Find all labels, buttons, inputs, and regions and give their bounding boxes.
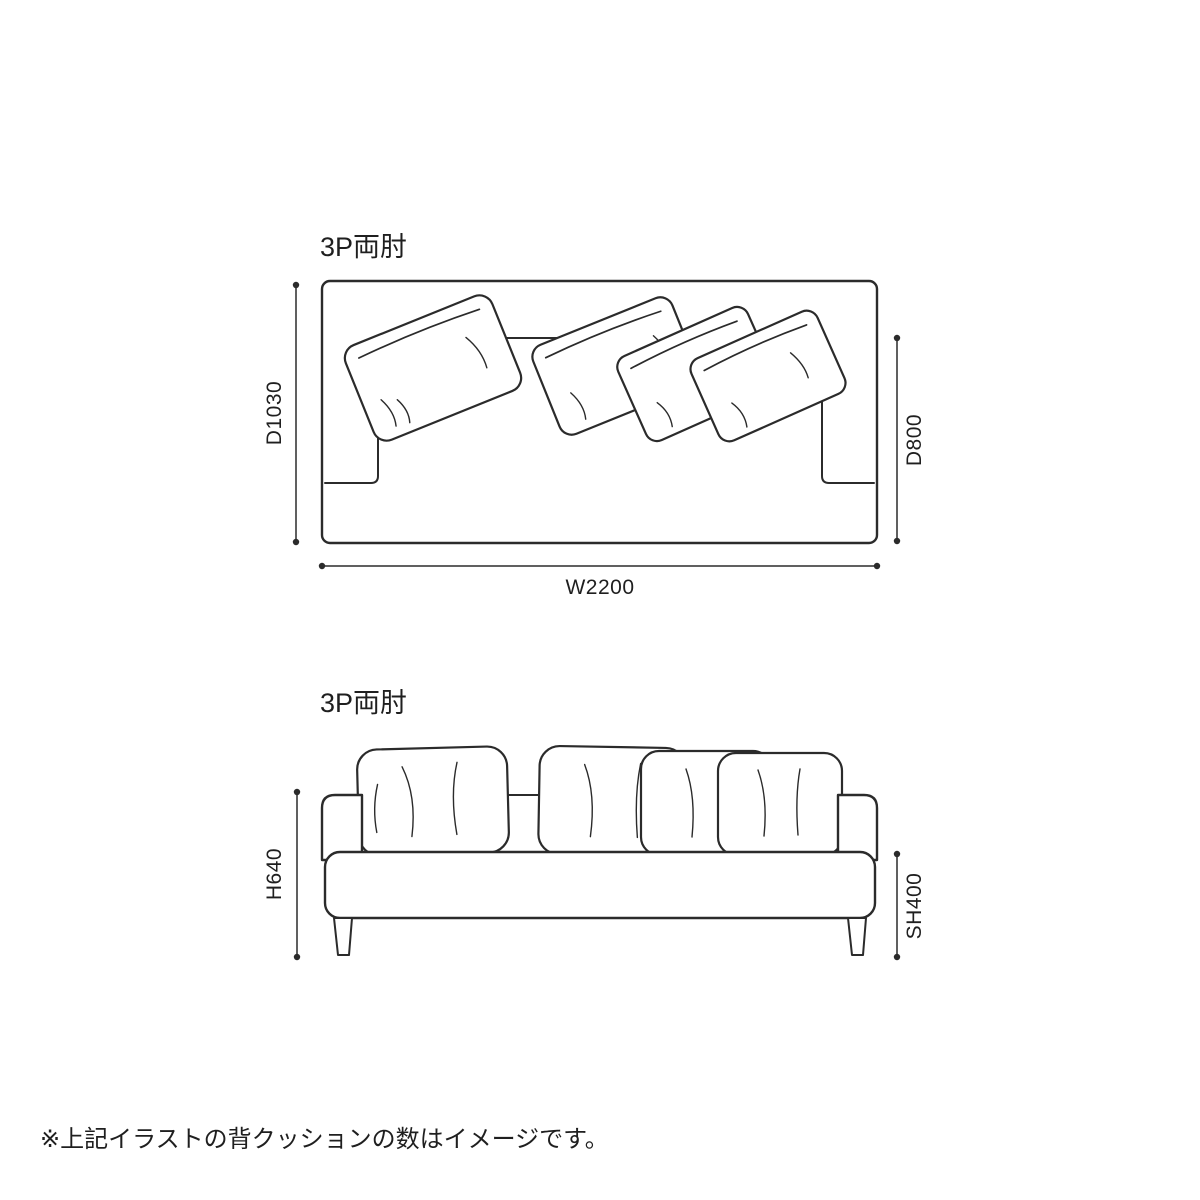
plan-view-title: 3P両肘 bbox=[320, 232, 407, 262]
front-dim-height-label: H640 bbox=[263, 848, 286, 900]
plan-cushion-4-body bbox=[689, 309, 847, 443]
front-cushion-4 bbox=[716, 751, 844, 857]
plan-cushion-4-creases bbox=[731, 352, 809, 428]
front-cushion-1-body bbox=[356, 745, 510, 857]
plan-dim-seat-depth: D800 bbox=[893, 334, 926, 545]
plan-dim-width: W2200 bbox=[318, 562, 881, 599]
plan-cushion-1-seam bbox=[358, 308, 481, 359]
dim-endpoint bbox=[893, 953, 901, 961]
front-view: 3P両肘 bbox=[263, 688, 926, 961]
plan-dim-overall-depth: D1030 bbox=[263, 281, 300, 546]
front-left-armrest bbox=[320, 793, 364, 862]
front-cushion-3-creases bbox=[685, 768, 694, 838]
dim-endpoint bbox=[318, 562, 326, 570]
dim-endpoint bbox=[293, 953, 301, 961]
plan-cushion-4 bbox=[689, 309, 847, 443]
front-cushion-2-creases bbox=[583, 762, 642, 839]
plan-dim-overall-depth-label: D1030 bbox=[263, 381, 286, 445]
plan-cushion-3-creases bbox=[656, 401, 673, 428]
front-dim-seat-height: SH400 bbox=[893, 850, 926, 961]
front-cushion-1 bbox=[356, 745, 510, 857]
plan-cushion-1-creases bbox=[380, 336, 488, 427]
footnote-text: ※上記イラストの背クッションの数はイメージです。 bbox=[40, 1126, 609, 1153]
plan-cushion-1-body bbox=[343, 294, 523, 442]
front-left-leg bbox=[333, 917, 353, 956]
dim-endpoint bbox=[873, 562, 881, 570]
front-cushion-1-creases bbox=[373, 761, 458, 838]
plan-cushion-3-seam bbox=[630, 320, 738, 370]
plan-cushion-2-seam bbox=[544, 310, 662, 359]
dim-endpoint bbox=[893, 537, 901, 545]
dim-endpoint bbox=[893, 334, 901, 342]
plan-right-armrest bbox=[821, 337, 875, 484]
plan-dim-seat-depth-label: D800 bbox=[903, 414, 926, 466]
front-cushion-4-creases bbox=[757, 768, 801, 837]
front-dim-height: H640 bbox=[263, 788, 301, 961]
dim-endpoint bbox=[293, 788, 301, 796]
plan-left-armrest bbox=[324, 337, 379, 484]
dim-endpoint bbox=[292, 538, 300, 546]
front-dim-seat-height-label: SH400 bbox=[903, 873, 926, 940]
plan-view: 3P両肘 bbox=[263, 232, 926, 599]
front-right-leg bbox=[847, 917, 867, 956]
dim-endpoint bbox=[893, 850, 901, 858]
plan-cushion-4-seam bbox=[703, 324, 808, 372]
front-cushion-4-body bbox=[716, 751, 844, 857]
plan-cushion-1 bbox=[343, 294, 523, 442]
front-view-title: 3P両肘 bbox=[320, 688, 407, 718]
front-right-armrest bbox=[836, 793, 879, 862]
plan-dim-width-label: W2200 bbox=[565, 576, 634, 599]
dim-endpoint bbox=[292, 281, 300, 289]
front-seat-base bbox=[323, 850, 877, 920]
